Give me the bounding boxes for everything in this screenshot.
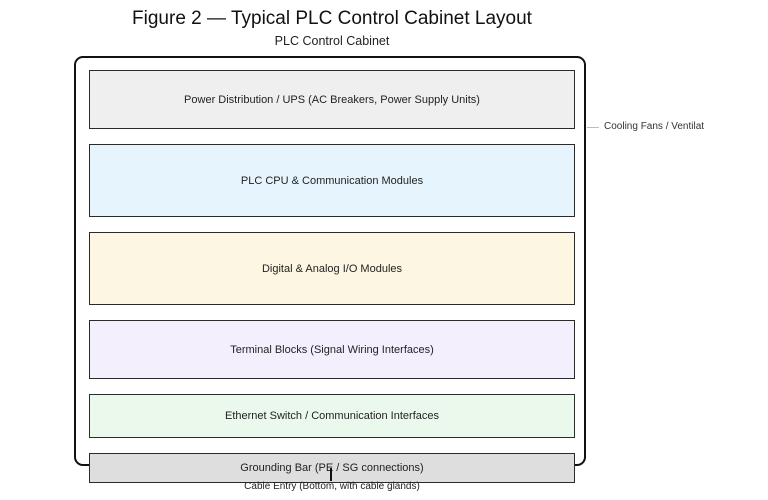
terminal-blocks-module: Terminal Blocks (Signal Wiring Interface… xyxy=(89,320,575,379)
plc-cpu-module: PLC CPU & Communication Modules xyxy=(89,144,575,217)
io-modules: Digital & Analog I/O Modules xyxy=(89,232,575,305)
cable-entry-label: Cable Entry (Bottom, with cable glands) xyxy=(244,481,420,492)
cooling-fans-connector xyxy=(587,127,599,128)
cable-entry-line xyxy=(330,468,332,481)
cooling-fans-label: Cooling Fans / Ventilat xyxy=(604,121,705,132)
cabinet-label: PLC Control Cabinet xyxy=(274,34,390,48)
ethernet-switch-module: Ethernet Switch / Communication Interfac… xyxy=(89,394,575,438)
terminal-blocks-label: Terminal Blocks (Signal Wiring Interface… xyxy=(230,343,434,356)
ethernet-switch-label: Ethernet Switch / Communication Interfac… xyxy=(225,410,439,422)
power-distribution-module: Power Distribution / UPS (AC Breakers, P… xyxy=(89,70,575,129)
plc-cpu-label: PLC CPU & Communication Modules xyxy=(240,174,424,187)
io-modules-label: Digital & Analog I/O Modules xyxy=(261,262,403,275)
grounding-bar-module: Grounding Bar (PE / SG connections) xyxy=(89,453,575,483)
power-distribution-label: Power Distribution / UPS (AC Breakers, P… xyxy=(184,93,480,106)
figure-title: Figure 2 — Typical PLC Control Cabinet L… xyxy=(132,8,532,29)
grounding-bar-label: Grounding Bar (PE / SG connections) xyxy=(240,462,424,474)
